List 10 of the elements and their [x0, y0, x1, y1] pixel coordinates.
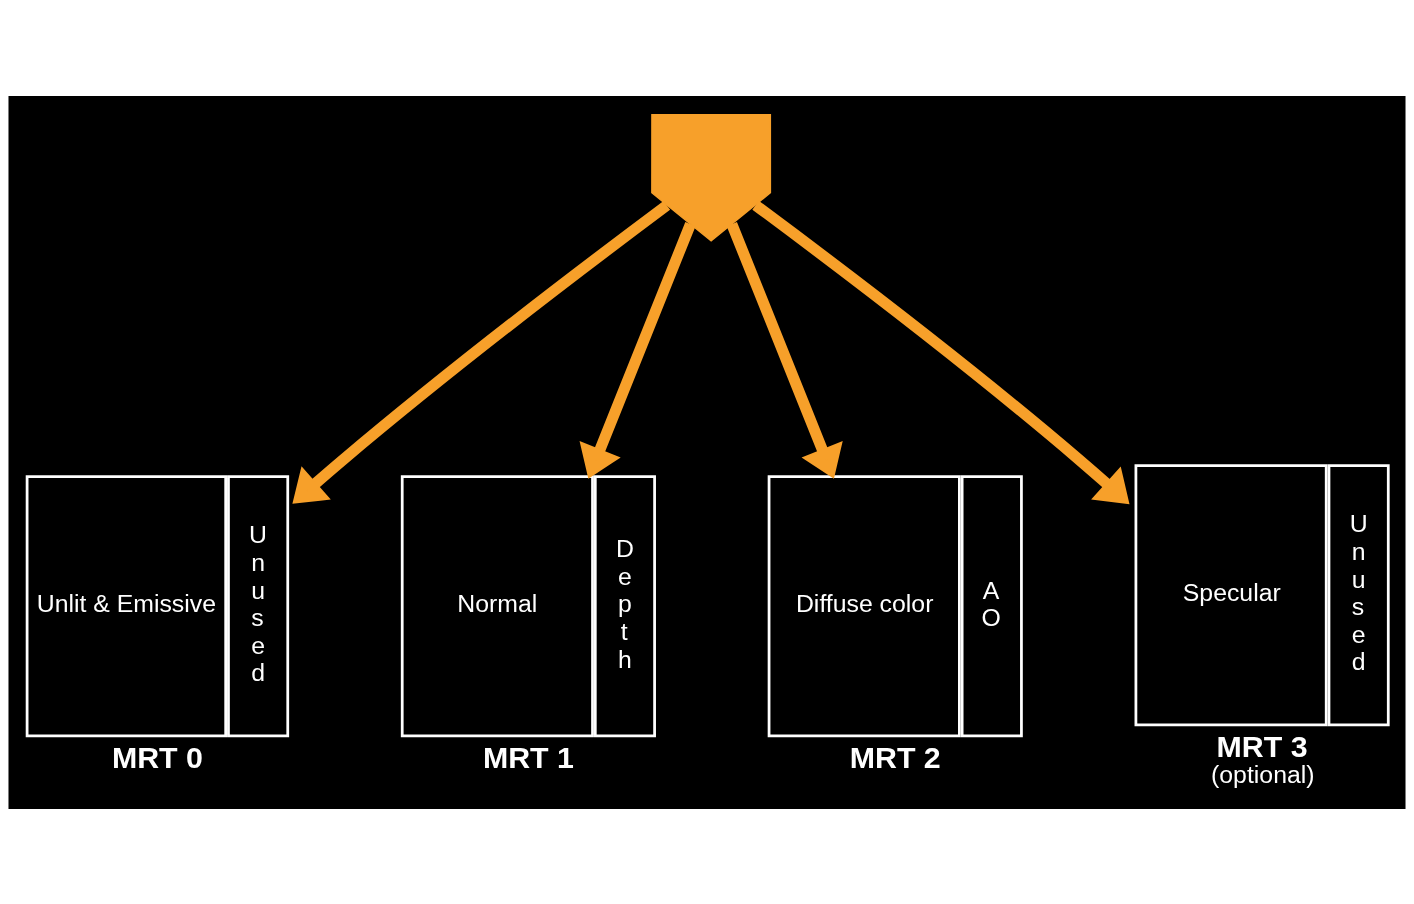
- arrow: [726, 221, 843, 479]
- node-label: MRT 2: [849, 740, 941, 774]
- node-arrow: [651, 113, 772, 242]
- node-label: (optional): [1211, 760, 1315, 788]
- node-label: MRT 0: [111, 740, 203, 774]
- node-label: MRT 3: [1216, 729, 1308, 763]
- arrow: [292, 200, 671, 504]
- node-label: MRT 1: [482, 740, 574, 774]
- arrow: [579, 221, 696, 479]
- arrow: [752, 200, 1130, 504]
